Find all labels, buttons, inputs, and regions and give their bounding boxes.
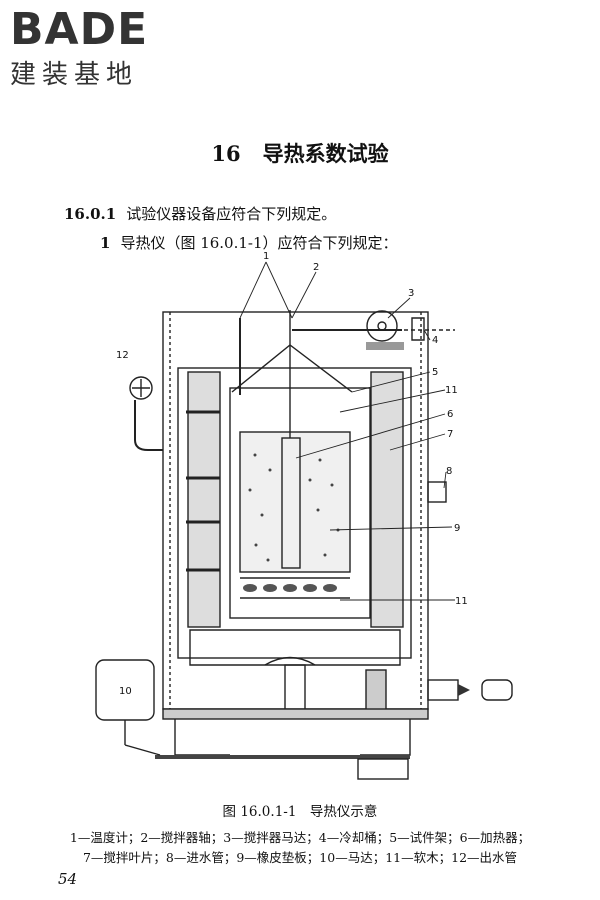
legend-line-1: 1—温度计；2—搅拌器轴；3—搅拌器马达；4—冷却桶；5—试件架；6—加热器； <box>69 830 531 845</box>
stirrer-drive <box>284 664 306 711</box>
chapter-heading: 16 导热系数试验 <box>0 138 600 168</box>
bade-logo: BADE 建装基地 <box>10 8 148 91</box>
callout-6: 6 <box>447 409 453 420</box>
callout-11-bottom: 11 <box>455 596 468 607</box>
specimen-cup <box>239 431 351 573</box>
specimen-particles <box>248 453 340 562</box>
clause-number: 16.0.1 <box>64 205 117 223</box>
logo-wordmark: BADE <box>10 4 149 55</box>
clause-text: 试验仪器设备应符合下列规定。 <box>126 205 337 223</box>
callout-4: 4 <box>432 335 438 346</box>
stirrer-motor <box>366 310 398 342</box>
callout-9: 9 <box>454 523 460 534</box>
stirring-blades <box>243 584 337 592</box>
chapter-title: 导热系数试验 <box>262 141 389 166</box>
callout-5: 5 <box>432 367 438 378</box>
inlet-pipe <box>427 481 447 503</box>
callout-3: 3 <box>408 288 414 299</box>
thermal-conductivity-apparatus-diagram: 1 2 3 4 5 11 6 7 8 9 11 12 10 <box>95 251 513 780</box>
base-plate <box>162 708 429 720</box>
callout-1: 1 <box>263 251 269 262</box>
outlet-pipe <box>129 376 153 400</box>
legend-line-2: 7—搅拌叶片；8—进水管；9—橡皮垫板；10—马达；11—软木；12—出水管 <box>82 850 518 865</box>
callout-2: 2 <box>313 262 319 273</box>
callout-7: 7 <box>447 429 453 440</box>
callout-11-top: 11 <box>445 385 458 396</box>
page-number: 54 <box>58 870 78 888</box>
item-text: 导热仪（图 16.0.1-1）应符合下列规定： <box>120 234 398 252</box>
pipe-top <box>411 317 425 341</box>
item-1: 1 导热仪（图 16.0.1-1）应符合下列规定： <box>100 232 398 253</box>
callout-12: 12 <box>116 350 129 361</box>
callout-numbers: 1 2 3 4 5 11 6 7 8 9 11 12 10 <box>116 251 468 697</box>
figure-caption: 图 16.0.1-1 导热仪示意 <box>222 804 378 820</box>
logo-subtitle: 建装基地 <box>10 60 139 90</box>
item-number: 1 <box>100 234 111 252</box>
specimen-rack <box>229 387 371 619</box>
cork-left <box>187 371 221 628</box>
clause-16-0-1: 16.0.1 试验仪器设备应符合下列规定。 <box>64 203 336 224</box>
heater <box>281 437 301 569</box>
cork-right <box>370 371 404 628</box>
callout-10: 10 <box>119 686 132 697</box>
chapter-number: 16 <box>211 141 241 166</box>
callout-leaders <box>239 261 455 601</box>
callout-8: 8 <box>446 466 452 477</box>
